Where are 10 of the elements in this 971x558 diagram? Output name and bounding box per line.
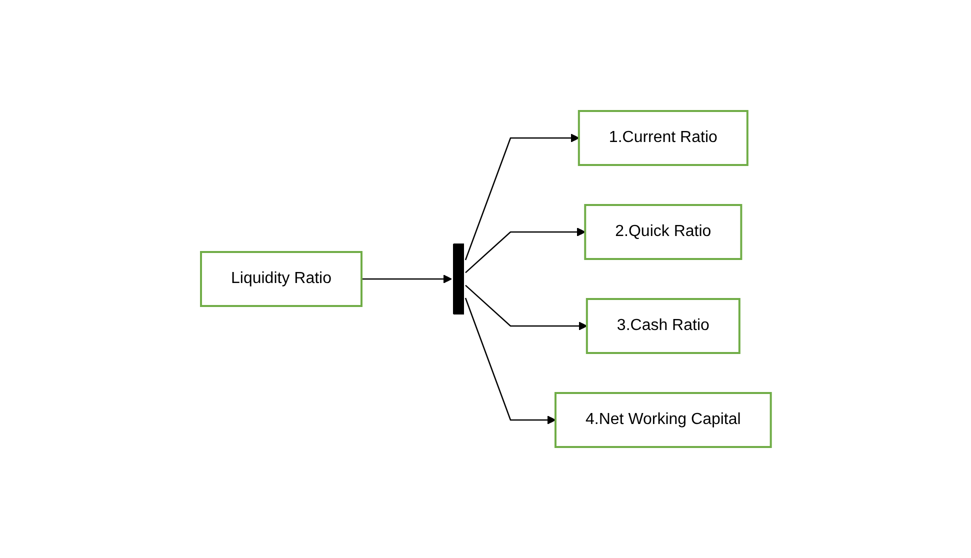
arrow [464,284,587,330]
arrow [464,134,579,260]
arrow [464,298,556,424]
node-box: 4.Net Working Capital [554,392,772,448]
arrow [361,274,452,284]
node-box: 3.Cash Ratio [586,298,740,354]
node-box: 1.Current Ratio [578,110,748,166]
arrow [464,228,586,274]
node-box: 2.Quick Ratio [584,204,742,260]
node-box: Liquidity Ratio [200,251,362,307]
